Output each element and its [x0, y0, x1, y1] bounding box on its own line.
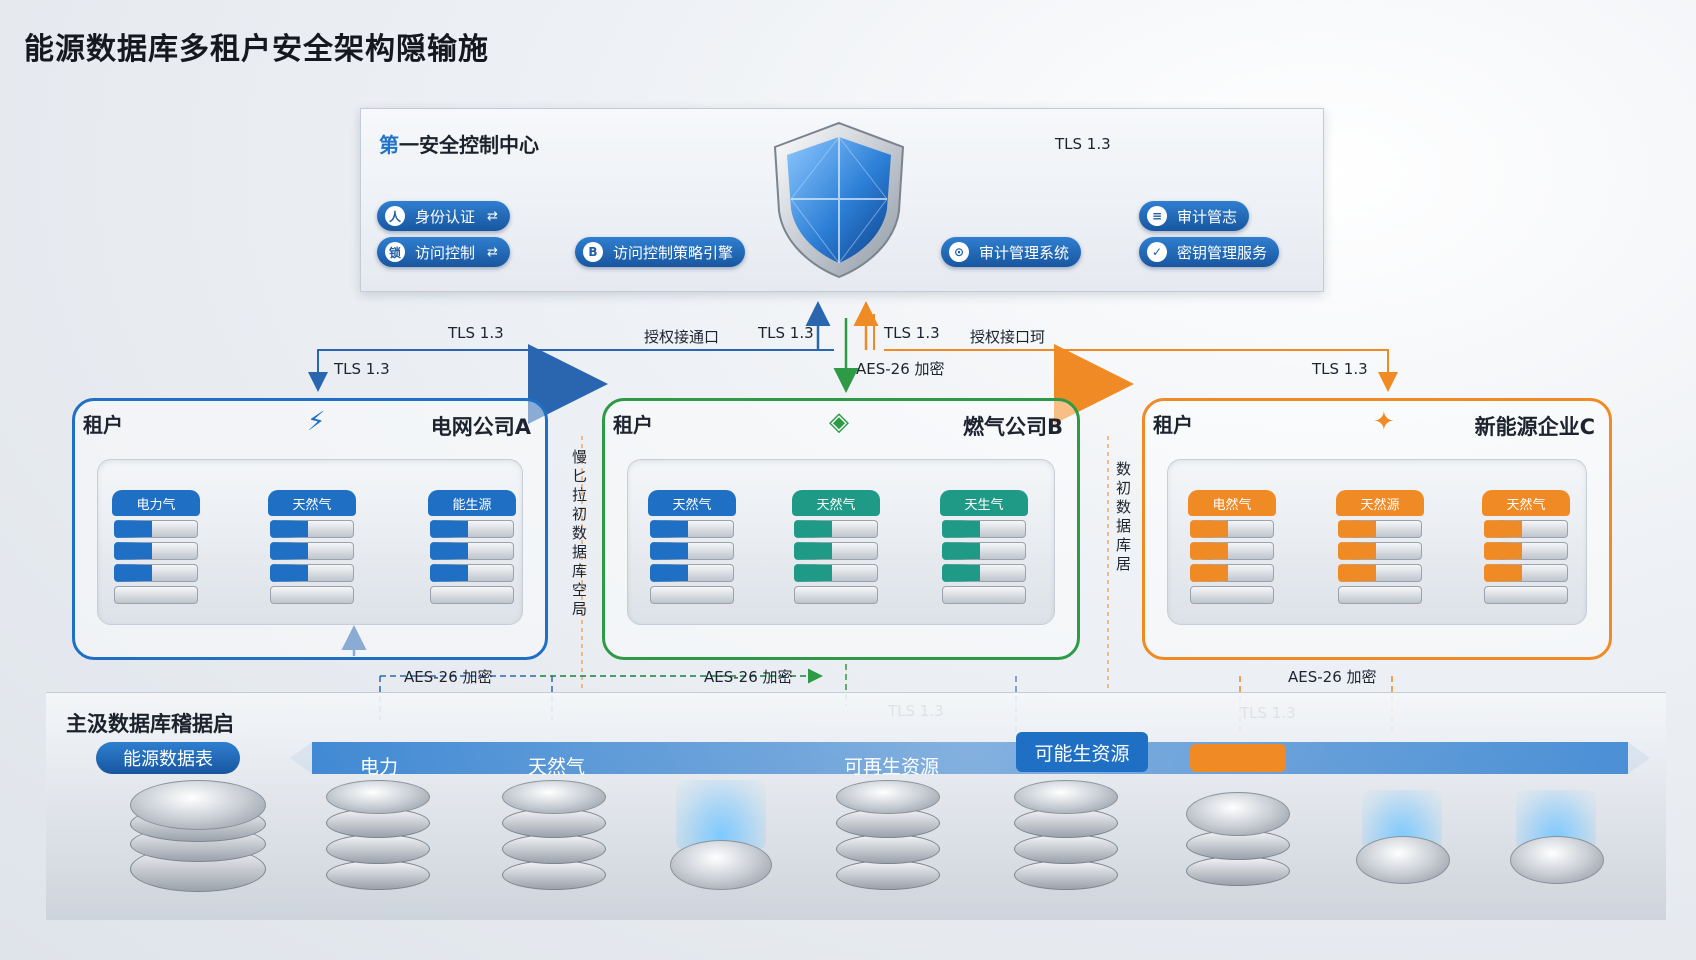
energy-table-badge[interactable]: 能源数据表 — [96, 742, 240, 774]
tenant-database[interactable]: 天然气 — [268, 490, 360, 618]
storage-disk-top — [670, 840, 772, 890]
database-label: 天然源 — [1336, 490, 1424, 516]
storage-disk-top — [130, 780, 266, 830]
shield-icon — [773, 121, 905, 279]
storage-disk-top — [836, 780, 940, 814]
tenant-database[interactable]: 电力气 — [112, 490, 204, 618]
band-chip[interactable]: 可能生资源 — [1016, 732, 1148, 772]
storage-disk — [1186, 856, 1290, 886]
auth-channel-label: 授权接口珂 — [970, 328, 1046, 346]
audit-log-button[interactable]: ≡ 审计管志 — [1139, 201, 1250, 231]
storage-title: 主汲数据库稽据启 — [66, 712, 234, 736]
check-icon: ✓ — [1147, 242, 1167, 262]
auth-channel-label: 授权接通口 — [644, 328, 720, 346]
band-label: 电力 — [360, 756, 399, 778]
tenant-database[interactable]: 天然气 — [792, 490, 884, 618]
tls-label: TLS 1.3 — [1055, 135, 1111, 153]
data-glow — [676, 780, 766, 850]
ext-icon: ⇄ — [487, 208, 498, 224]
database-label: 天然气 — [268, 490, 356, 516]
data-flow-band — [312, 742, 1628, 774]
tenant-database[interactable]: 天然源 — [1336, 490, 1428, 618]
access-control-button[interactable]: 锁 访问控制 ⇄ — [377, 237, 510, 267]
tenant-database[interactable]: 天然气 — [1482, 490, 1574, 618]
tenant-header: 租户 — [1153, 413, 1193, 437]
control-center-panel: 第一安全控制中心 人 身份认证 ⇄ 锁 访问控制 ⇄ B 访问控制策略引擎 ⊙ … — [360, 108, 1324, 292]
energy-icon: ✦ — [1373, 407, 1395, 437]
tenant-name: 燃气公司B — [962, 415, 1063, 439]
tenant-db-area: 电然气 天然源 天然气 — [1167, 459, 1587, 625]
aes-label: AES-26 加密 — [404, 668, 493, 686]
identity-auth-button[interactable]: 人 身份认证 ⇄ — [377, 201, 510, 231]
storage-disk — [836, 834, 940, 864]
band-label: 可再生资源 — [844, 756, 940, 778]
database-label: 天然气 — [1482, 490, 1570, 516]
storage-disk-top — [1356, 836, 1450, 884]
tenant-database[interactable]: 天生气 — [940, 490, 1032, 618]
tenant-panel-c[interactable]: 租户 ✦ 新能源企业C 电然气 天然源 天然气 — [1142, 398, 1612, 660]
tenant-name: 新能源企业C — [1474, 415, 1595, 439]
isolation-label: 慢匕拉初数据库空局 — [572, 448, 588, 618]
database-label: 天然气 — [648, 490, 736, 516]
database-label: 能生源 — [428, 490, 516, 516]
tenant-header: 租户 — [613, 413, 653, 437]
database-label: 电然气 — [1188, 490, 1276, 516]
storage-disk — [502, 860, 606, 890]
aes-label: AES-26 加密 — [1288, 668, 1377, 686]
tls-label: TLS 1.3 — [758, 324, 814, 342]
tls-label: TLS 1.3 — [448, 324, 504, 342]
audit-icon: ⊙ — [949, 242, 969, 262]
audit-system-button[interactable]: ⊙ 审计管理系统 — [941, 237, 1082, 267]
database-label: 电力气 — [112, 490, 200, 516]
lock-icon: 锁 — [385, 242, 405, 262]
storage-disk — [1014, 834, 1118, 864]
band-label: 天然气 — [528, 756, 586, 778]
storage-disk-top — [326, 780, 430, 814]
aes-label: AES-26 加密 — [856, 360, 945, 378]
storage-disk-top — [1186, 792, 1290, 836]
user-icon: 人 — [385, 206, 405, 226]
storage-disk-top — [1014, 780, 1118, 814]
band-chip-orange — [1190, 744, 1286, 772]
tenant-header: 租户 — [83, 413, 123, 437]
tenant-panel-b[interactable]: 租户 ◈ 燃气公司B 天然气 天然气 天生气 — [602, 398, 1080, 660]
storage-disk — [836, 860, 940, 890]
storage-disk — [326, 834, 430, 864]
database-label: 天然气 — [792, 490, 880, 516]
storage-disk-top — [502, 780, 606, 814]
tenant-database[interactable]: 电然气 — [1188, 490, 1280, 618]
tenant-database[interactable]: 天然气 — [648, 490, 740, 618]
tenant-db-area: 电力气 天然气 能生源 — [97, 459, 523, 625]
gas-icon: ◈ — [829, 407, 849, 437]
isolation-label: 数初数据库居 — [1116, 460, 1132, 573]
grid-icon: ⚡ — [307, 407, 326, 437]
tenant-name: 电网公司A — [430, 415, 531, 439]
key-management-button[interactable]: ✓ 密钥管理服务 — [1139, 237, 1280, 267]
tenant-panel-a[interactable]: 租户 ⚡ 电网公司A 电力气 天然气 能生源 — [72, 398, 548, 660]
tls-label: TLS 1.3 — [884, 324, 940, 342]
tenant-database[interactable]: 能生源 — [428, 490, 520, 618]
tls-label: TLS 1.3 — [334, 360, 390, 378]
ext-icon: ⇄ — [487, 244, 498, 260]
storage-disk-top — [1510, 836, 1604, 884]
storage-disk — [502, 834, 606, 864]
policy-engine-button[interactable]: B 访问控制策略引擎 — [575, 237, 746, 267]
aes-label: AES-26 加密 — [704, 668, 793, 686]
tenant-db-area: 天然气 天然气 天生气 — [627, 459, 1055, 625]
policy-icon: B — [583, 242, 603, 262]
database-label: 天生气 — [940, 490, 1028, 516]
layers-icon: ≡ — [1147, 206, 1167, 226]
page-title: 能源数据库多租户安全架构隠输施 — [24, 32, 489, 67]
tls-label: TLS 1.3 — [1312, 360, 1368, 378]
control-center-title: 第一安全控制中心 — [379, 133, 539, 157]
storage-disk — [326, 860, 430, 890]
storage-disk — [1014, 860, 1118, 890]
